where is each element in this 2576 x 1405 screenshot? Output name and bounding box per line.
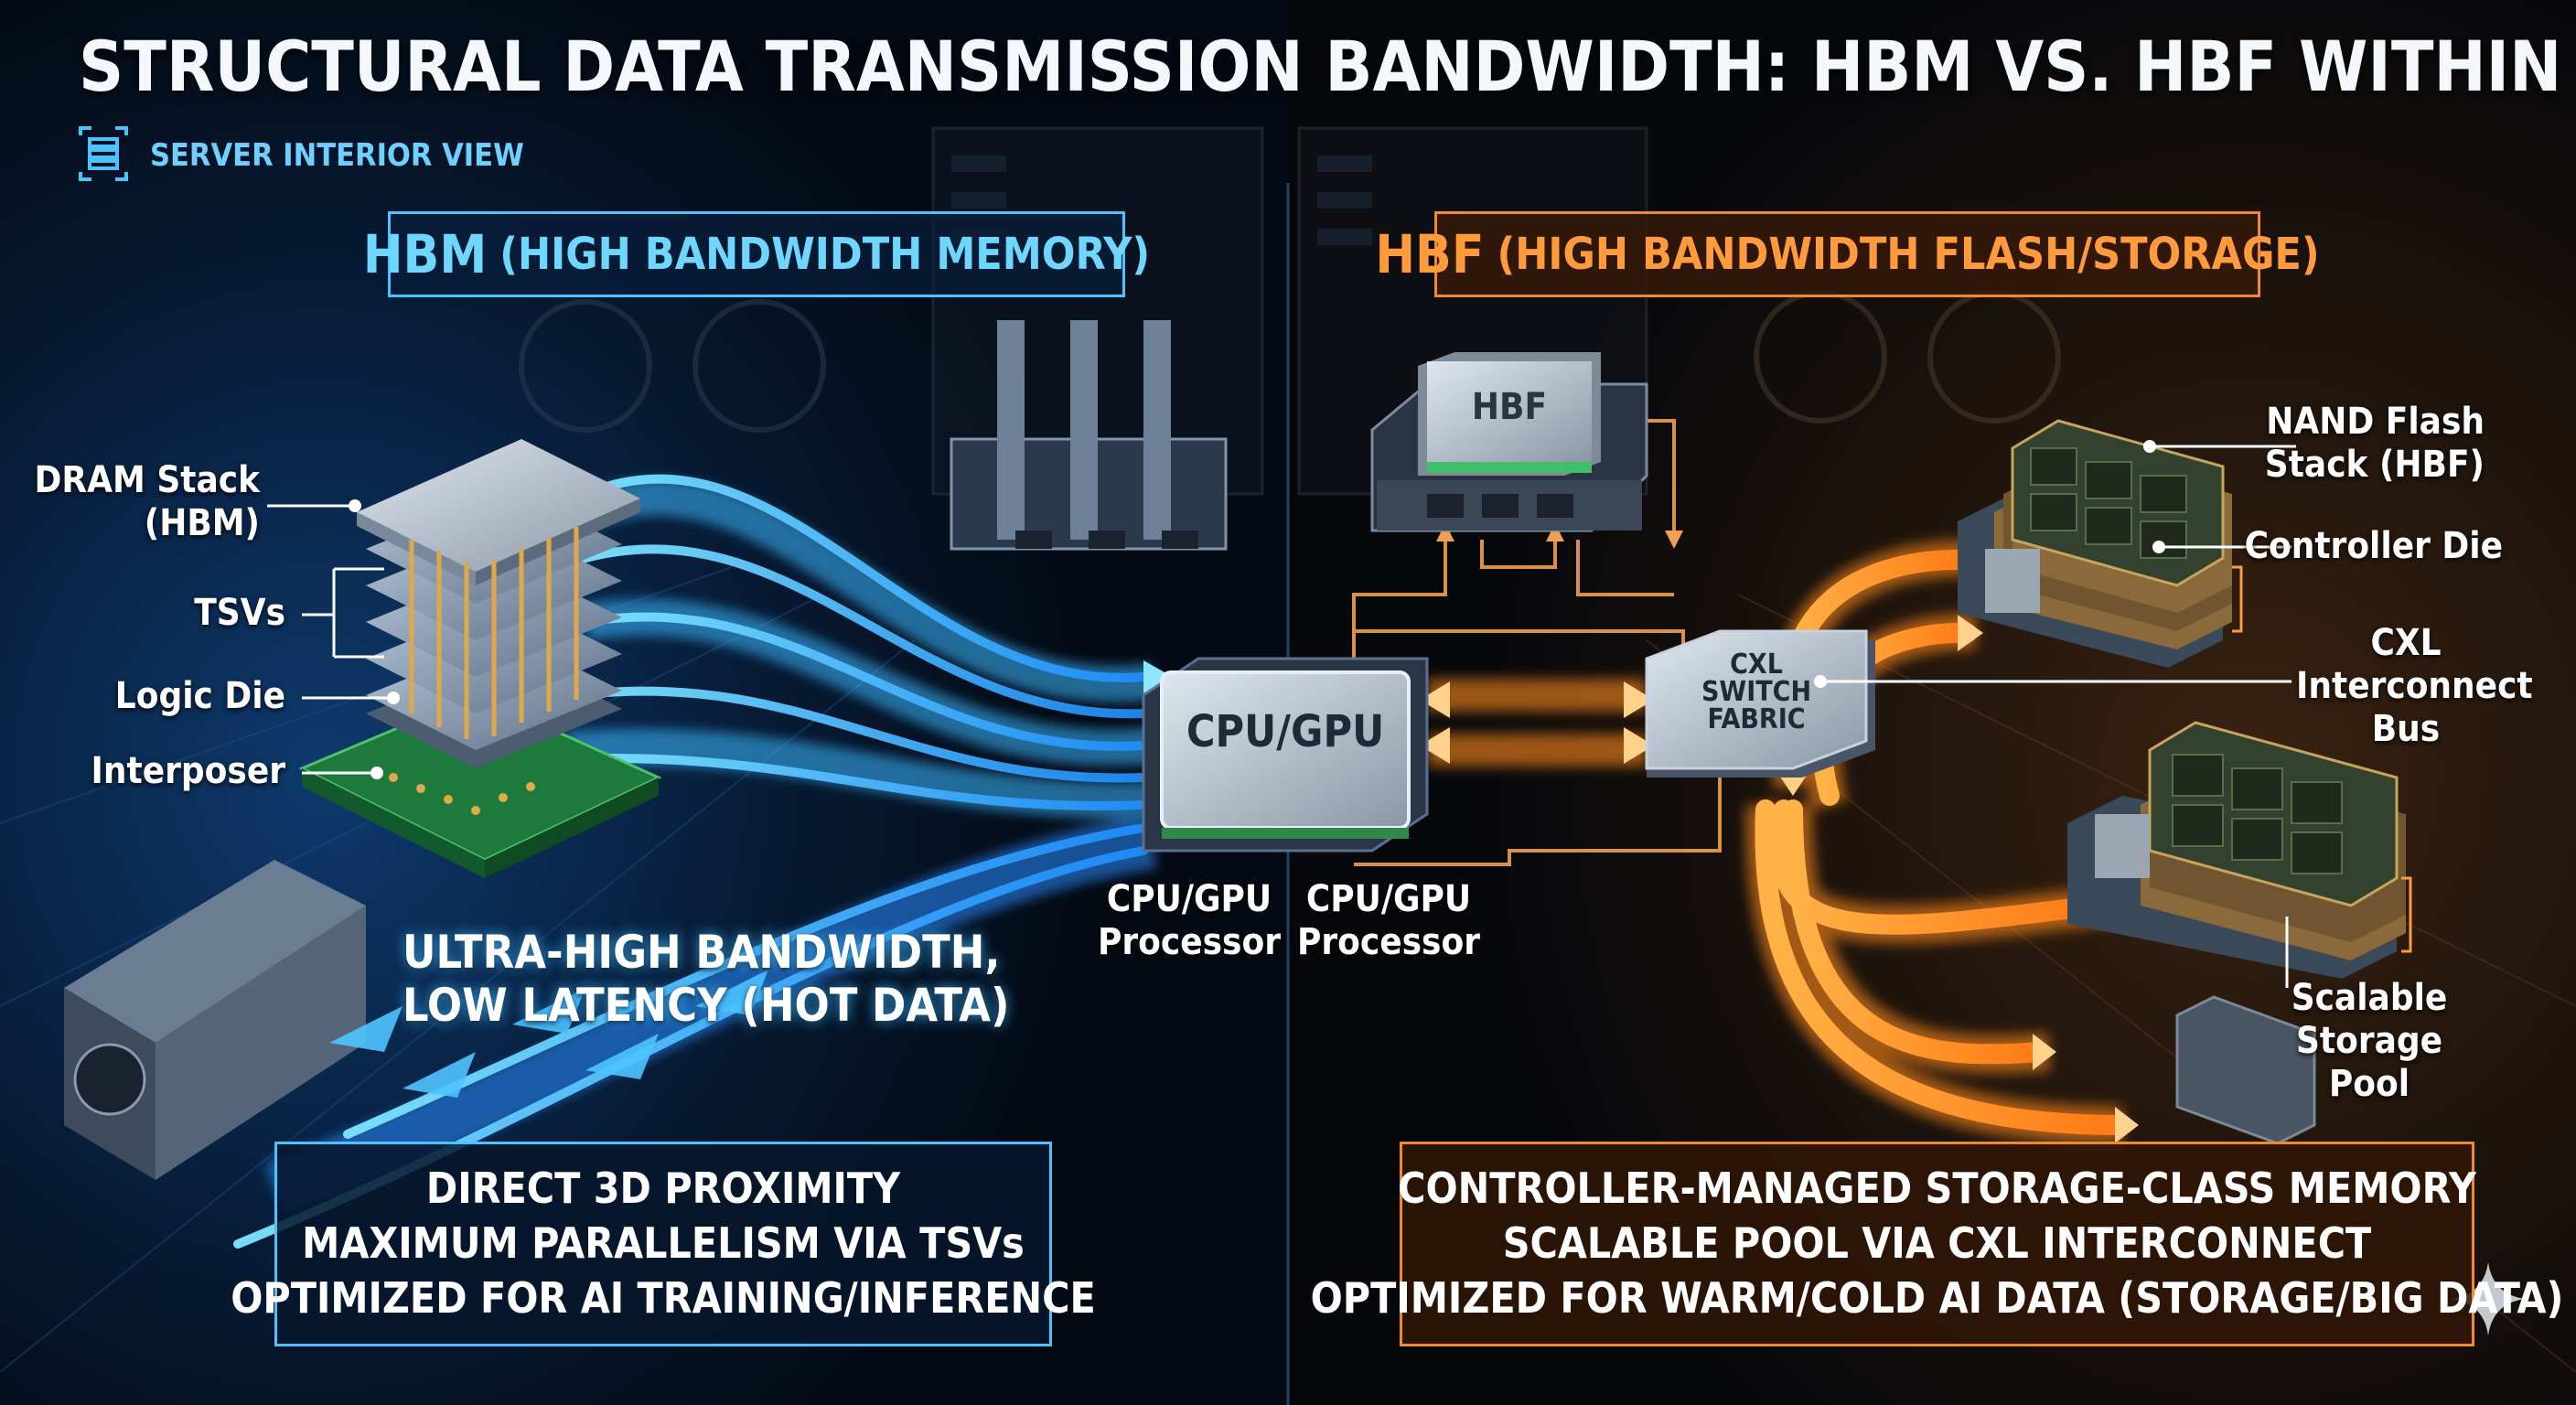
hbm-summary-line-2: MAXIMUM PARALLELISM VIA TSVs bbox=[302, 1218, 1025, 1269]
nand-flash-label: NAND Flash Stack (HBF) bbox=[2264, 401, 2485, 486]
hbf-heading-abbr: HBF bbox=[1375, 223, 1485, 285]
cxl-bus-pointer bbox=[1814, 675, 1827, 688]
hbm-summary-box: DIRECT 3D PROXIMITY MAXIMUM PARALLELISM … bbox=[231, 1142, 1096, 1346]
interposer-label: Interposer bbox=[91, 750, 285, 792]
hbf-leader-lines bbox=[1820, 445, 2296, 988]
page-title: STRUCTURAL DATA TRANSMISSION BANDWIDTH: … bbox=[79, 26, 2576, 107]
hbf-summary-line-3: OPTIMIZED FOR WARM/COLD AI DATA (STORAGE… bbox=[1310, 1272, 2564, 1323]
hbm-heading: HBM (HIGH BANDWIDTH MEMORY) bbox=[363, 211, 1150, 297]
processor-right-label: CPU/GPU Processor bbox=[1297, 878, 1480, 963]
sparkle-icon bbox=[2452, 1262, 2525, 1335]
dram-stack-pointer bbox=[349, 499, 361, 512]
hbf-data-streams bbox=[1352, 419, 2139, 1144]
nand-flash-stack-upper bbox=[1958, 419, 2232, 668]
hbm-heading-abbr: HBM bbox=[362, 223, 488, 285]
hbf-summary-box: CONTROLLER-MANAGED STORAGE-CLASS MEMORY … bbox=[1311, 1142, 2563, 1346]
hbm-leader-lines bbox=[267, 504, 393, 775]
nand-flash-pointer bbox=[2143, 440, 2156, 453]
cpu-chip-graphic bbox=[1142, 657, 1429, 853]
hbm-summary-line-3: OPTIMIZED FOR AI TRAINING/INFERENCE bbox=[231, 1272, 1096, 1323]
logic-die-label: Logic Die bbox=[114, 675, 285, 717]
hbf-heading: HBF (HIGH BANDWIDTH FLASH/STORAGE) bbox=[1375, 211, 2320, 297]
cxl-switch-label: CXL SWITCH FABRIC bbox=[1701, 649, 1812, 735]
cxl-interconnect-bus-label: CXL Interconnect Bus bbox=[2296, 622, 2533, 750]
tsvs-label: TSVs bbox=[194, 592, 285, 634]
hbm-hot-data-caption: ULTRA-HIGH BANDWIDTH, LOW LATENCY (HOT D… bbox=[402, 926, 1010, 1032]
nand-flash-stack-lower bbox=[2067, 721, 2406, 979]
hbm-summary-line-1: DIRECT 3D PROXIMITY bbox=[425, 1164, 901, 1214]
power-supply bbox=[64, 860, 366, 1180]
hbf-summary-line-2: SCALABLE POOL VIA CXL INTERCONNECT bbox=[1502, 1218, 2372, 1269]
hbf-heading-full: (HIGH BANDWIDTH FLASH/STORAGE) bbox=[1497, 229, 2320, 280]
controller-die-pointer bbox=[2152, 541, 2165, 553]
cpu-chip-label: CPU/GPU bbox=[1186, 706, 1385, 757]
storage-pool-graphic bbox=[2175, 995, 2316, 1145]
hbf-brackets bbox=[2232, 565, 2412, 953]
interposer-pointer bbox=[370, 767, 383, 779]
dram-stack-label: DRAM Stack (HBM) bbox=[34, 459, 260, 544]
processor-left-label: CPU/GPU Processor bbox=[1098, 878, 1281, 963]
hbm-stack-graphic bbox=[298, 439, 662, 878]
scalable-storage-pool-label: Scalable Storage Pool bbox=[2291, 977, 2448, 1105]
server-view-icon bbox=[79, 126, 128, 181]
controller-die-label: Controller Die bbox=[2244, 525, 2503, 567]
hbm-heading-full: (HIGH BANDWIDTH MEMORY) bbox=[499, 229, 1151, 280]
hbf-summary-line-1: CONTROLLER-MANAGED STORAGE-CLASS MEMORY bbox=[1398, 1164, 2476, 1214]
hbf-module-label: HBF bbox=[1471, 386, 1548, 428]
network-cards bbox=[950, 320, 1228, 551]
hbf-module-graphic bbox=[1370, 352, 1648, 532]
page-subtitle: SERVER INTERIOR VIEW bbox=[150, 137, 524, 174]
cxl-switch-graphic bbox=[1645, 629, 1875, 778]
logic-die-pointer bbox=[387, 692, 400, 704]
